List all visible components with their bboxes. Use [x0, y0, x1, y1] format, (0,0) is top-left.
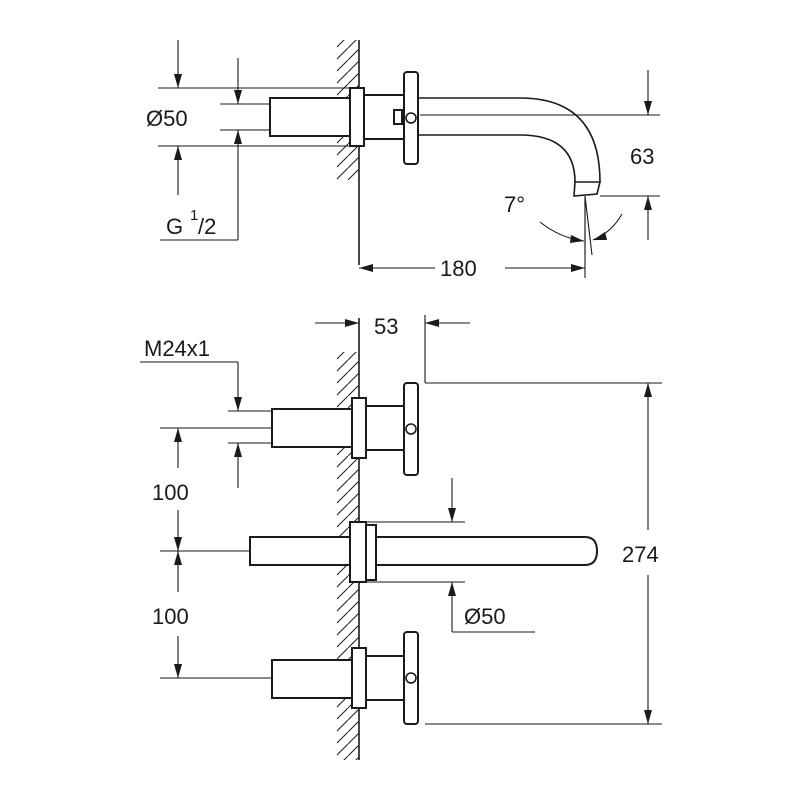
handle-knob-top: [405, 112, 417, 124]
dim-spacing-arrow-lower-b: [174, 664, 182, 678]
valve-body-lower: [271, 659, 353, 699]
dim-mthread-arrow-b: [234, 443, 242, 457]
handle-knob-upper: [405, 423, 417, 435]
dim-thread-arrow-a: [234, 90, 242, 104]
rosette-upper: [351, 397, 367, 459]
dim-diameter-arrow-a: [174, 74, 182, 88]
handle-knob-lower: [405, 672, 417, 684]
dim-thread-label-main: G: [166, 214, 183, 239]
dim-total-arrow-a: [644, 383, 652, 397]
dim-spacing-label-lower: 100: [152, 604, 189, 629]
dim-height-arrow-b: [644, 196, 652, 210]
dim-length-arrow-right: [571, 264, 585, 272]
flange-upper: [365, 405, 405, 451]
dim-thread-label-num: 1: [190, 207, 198, 224]
dim-total-arrow-b: [644, 710, 652, 724]
dim-mthread-label: M24x1: [144, 336, 210, 361]
dim-diameter-label-top: Ø50: [146, 106, 188, 131]
dim-spout-arrow-b: [448, 582, 456, 596]
cross-handle-top: [403, 71, 419, 165]
spout-collar: [365, 524, 377, 581]
spout-top-upper: [418, 97, 601, 183]
spout-arm: [375, 536, 599, 566]
dim-offset-arrow-right: [425, 319, 439, 327]
front-view: 53 M24x1 100 100 Ø50: [140, 314, 662, 760]
spout-rosette: [349, 521, 367, 583]
dim-height-label: 63: [630, 144, 654, 169]
dim-offset-label: 53: [374, 314, 398, 339]
dim-angle-arrow-right: [593, 232, 607, 240]
dim-thread-label-den: /2: [198, 214, 216, 239]
spout-body-rear: [249, 536, 351, 566]
dim-angle-ref-tilted: [584, 195, 593, 256]
dim-spacing-arrow-upper-b: [174, 537, 182, 551]
dim-mthread-arrow-a: [234, 397, 242, 411]
rosette-lower: [351, 647, 367, 709]
dim-spout-label: Ø50: [464, 604, 506, 629]
dim-diameter-arrow-b: [174, 146, 182, 160]
dim-angle-arc-right: [592, 213, 623, 241]
cross-handle-upper: [403, 382, 419, 476]
valve-body-top: [269, 97, 351, 137]
dim-total-label: 274: [622, 542, 659, 567]
dim-length-arrow-left: [359, 264, 373, 272]
valve-body-upper: [271, 408, 353, 448]
dim-spacing-arrow-upper-a: [174, 428, 182, 442]
cross-handle-lower: [403, 631, 419, 725]
dim-angle-label: 7°: [504, 192, 525, 217]
flange-lower: [365, 655, 405, 701]
dim-spacing-arrow-lower-a: [174, 551, 182, 565]
spindle-top: [393, 109, 403, 125]
dim-length-label: 180: [440, 256, 477, 281]
dim-offset-arrow-left: [345, 319, 359, 327]
spout-top-lower: [418, 134, 576, 183]
dim-angle-arrow-left: [570, 235, 584, 243]
top-view: Ø50 G 1 /2 63 7° 180: [146, 40, 660, 281]
dim-spout-arrow-a: [448, 508, 456, 522]
dim-spacing-label-upper: 100: [152, 480, 189, 505]
dim-height-arrow-a: [644, 101, 652, 115]
rosette-top: [349, 87, 365, 147]
dim-thread-arrow-b: [234, 130, 242, 144]
spout-top-tip: [573, 181, 602, 197]
